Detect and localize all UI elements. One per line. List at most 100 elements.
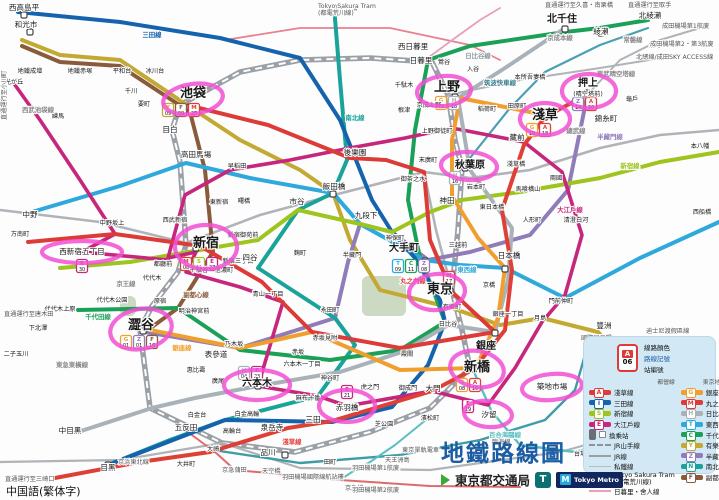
station-label: 赤羽橋 xyxy=(336,402,359,412)
station-marker xyxy=(254,382,262,390)
station-label: 田町 xyxy=(324,459,336,466)
legend-line-symbol: Y xyxy=(685,441,696,452)
map-note: 迪士尼渡假區線 xyxy=(646,327,689,335)
station-label: 上野 xyxy=(434,80,460,95)
map-title: 地鐵路線圖 xyxy=(441,441,566,467)
highlight-circle-上野 xyxy=(414,73,474,109)
station-label: 表參道 xyxy=(205,349,228,359)
station-label: 青山一丁目 xyxy=(253,290,284,298)
station-label: 乃木坂 xyxy=(225,340,244,348)
map-note: 北總線/成田SKY ACCESS線 xyxy=(636,53,713,61)
station-marker xyxy=(461,164,469,172)
map-note: 羽田機場第2航廈 xyxy=(352,486,399,494)
map-note: 直通運行至取手 xyxy=(628,1,671,9)
legend-line-symbol: S xyxy=(594,409,604,420)
legend-other-name: 日暮里・舍人線 xyxy=(614,488,660,497)
svg-text:04: 04 xyxy=(241,374,247,380)
svg-text:F: F xyxy=(150,337,154,343)
station-label: 澀谷 xyxy=(128,317,155,333)
station-label: 御成門 xyxy=(399,384,418,392)
rail-line xyxy=(148,96,547,372)
station-label: 半藏門 xyxy=(343,251,362,259)
transfer-station-icon xyxy=(589,429,596,441)
station-label: 練馬 xyxy=(52,112,64,120)
svg-text:08: 08 xyxy=(421,267,427,273)
station-label: 清澄白河 xyxy=(564,216,589,224)
legend-metro-title: 東京地鐵線 xyxy=(702,380,719,386)
svg-text:T: T xyxy=(396,261,400,267)
rail-line xyxy=(58,150,719,270)
highlight-circle-新橋 xyxy=(448,348,506,390)
legend-line-name: 日比谷線 xyxy=(705,410,719,419)
station-label: 日本橋 xyxy=(498,250,521,260)
station-label: 明治神宮前 xyxy=(179,307,210,315)
legend-line-symbol: T xyxy=(685,420,696,431)
legend-line-symbol: C xyxy=(685,430,696,441)
station-number-badge: Z08 xyxy=(417,258,431,274)
toei-logo-icon: T xyxy=(535,471,552,488)
station-label: 押上 xyxy=(578,76,598,89)
legend-other-row: JR山手線 xyxy=(589,440,675,451)
station-label: 市谷 xyxy=(289,196,305,206)
line-name-label: 副都心線 xyxy=(183,290,209,299)
legend-line-sample-icon xyxy=(589,444,611,447)
svg-text:E: E xyxy=(210,259,214,265)
svg-text:A: A xyxy=(589,99,594,105)
line-name-label: 淺草線 xyxy=(282,437,302,446)
station-label: 東新宿 xyxy=(210,198,229,206)
legend-line-row: S 新宿線 xyxy=(589,408,675,420)
svg-text:A: A xyxy=(473,380,478,386)
station-marker xyxy=(104,461,112,469)
station-label: 日比谷 xyxy=(439,320,458,328)
station-label: 要町 xyxy=(138,101,150,108)
station-marker xyxy=(20,11,28,19)
line-name-label: 筑波快車線 xyxy=(484,78,517,87)
station-label: 田原町 xyxy=(508,103,527,110)
line-name-label: 東西線 xyxy=(457,265,477,274)
svg-text:F: F xyxy=(179,105,183,111)
station-label: 西武新宿 xyxy=(163,216,188,224)
svg-text:A: A xyxy=(543,125,548,131)
station-label: 地鐵赤塚 xyxy=(68,67,93,75)
legend-line-symbol: G xyxy=(685,388,696,399)
station-label: 汐留 xyxy=(481,409,496,419)
rail-line xyxy=(424,7,501,61)
station-label: 後樂園 xyxy=(344,147,367,157)
svg-text:21: 21 xyxy=(344,393,350,399)
legend-line-name: 新宿線 xyxy=(614,410,634,419)
station-marker xyxy=(541,113,549,121)
legend-other-row: JR線 xyxy=(589,451,675,462)
station-label: (晴空塔前) xyxy=(573,90,603,98)
legend-other-row: 私鐵線 xyxy=(589,461,675,472)
legend-color-label: 線路顏色 xyxy=(644,344,670,352)
station-marker xyxy=(446,287,454,295)
highlight-circle-赤羽橋 xyxy=(316,387,378,425)
station-label: 平和台 xyxy=(113,67,132,75)
station-label: 目黑 xyxy=(100,463,116,472)
station-label: 方南町 xyxy=(11,230,30,238)
station-label: 根津 xyxy=(398,106,410,114)
map-note: 直通運行至唐木田 xyxy=(4,310,54,318)
station-label: 京橋 xyxy=(483,281,496,289)
park-area xyxy=(362,276,406,316)
station-label: 地鐵成增 xyxy=(18,67,43,75)
station-label: 代代木 xyxy=(143,274,162,282)
legend-line-name: 千代田線 xyxy=(705,431,719,440)
station-label: 赤坂見附 xyxy=(313,334,338,342)
legend-line-symbol: H xyxy=(685,409,696,420)
line-name-label: 半藏門線 xyxy=(597,132,623,141)
svg-text:23: 23 xyxy=(254,374,260,380)
station-label: 池袋 xyxy=(180,85,207,101)
line-name-label: 西武池袋線 xyxy=(22,105,55,114)
legend-line-name: 東西線 xyxy=(705,421,719,430)
station-label: 新宿三丁目 xyxy=(223,257,254,265)
metro-label: Tokyo Metro xyxy=(574,475,619,484)
line-name-label: 東武晴空塔線 xyxy=(597,69,636,78)
line-name-label: 京成本線 xyxy=(547,33,573,42)
station-marker xyxy=(192,244,200,252)
station-label: 赤坂 xyxy=(292,348,304,356)
station-label: 千駄木 xyxy=(395,81,414,89)
operator-name: 東京都交通局 xyxy=(455,473,531,488)
highlight-circle-澀谷 xyxy=(108,306,174,352)
